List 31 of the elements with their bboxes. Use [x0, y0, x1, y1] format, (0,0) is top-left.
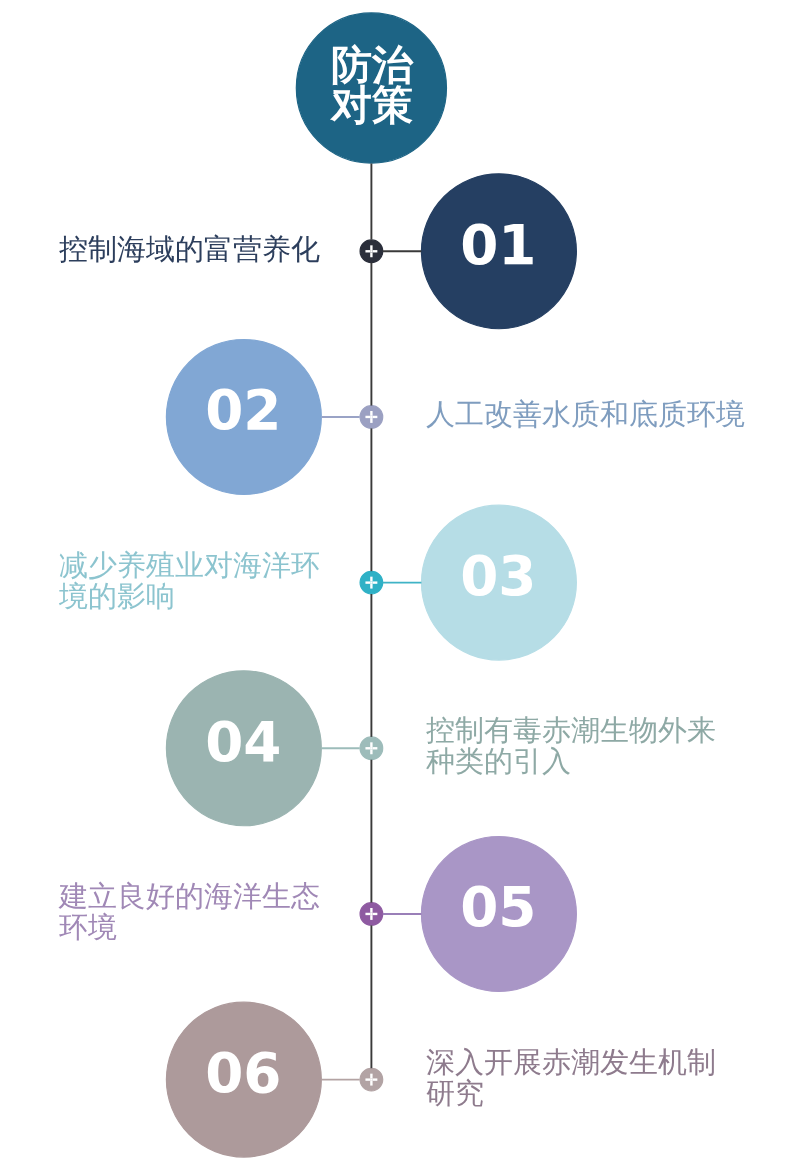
connector — [320, 416, 361, 418]
node-circle: 04 — [165, 670, 322, 827]
node-label: 控制有毒赤潮生物外来种类的引入 — [425, 713, 716, 779]
node-circle: 02 — [165, 338, 322, 495]
connector — [381, 250, 423, 253]
connector — [370, 758, 373, 904]
connector — [370, 261, 373, 407]
node-circle — [359, 902, 384, 926]
node-circle — [359, 239, 384, 264]
node-circle — [359, 1067, 384, 1092]
connector — [381, 581, 423, 584]
node-circle: 03 — [420, 504, 577, 661]
node-circle — [359, 736, 384, 761]
connector — [370, 427, 373, 573]
node-label: 减少养殖业对海洋环境的影响 — [58, 547, 320, 613]
connector — [370, 162, 373, 241]
connector — [370, 593, 373, 738]
connector — [320, 1078, 361, 1081]
node-label: 人工改善水质和底质环境 — [425, 397, 745, 432]
node-circle — [359, 570, 384, 595]
node-circle: 防治对策 — [295, 12, 448, 164]
node-circle — [359, 405, 384, 429]
node-circle: 05 — [420, 835, 577, 992]
node-circle: 06 — [165, 1001, 322, 1158]
node-label: 控制海域的富营养化 — [58, 231, 320, 266]
connector — [320, 747, 361, 750]
node-label: 深入开展赤潮发生机制研究 — [425, 1044, 716, 1110]
connector — [370, 924, 373, 1070]
node-circle: 01 — [420, 173, 577, 330]
connector — [381, 913, 423, 915]
node-label: 建立良好的海洋生态环境 — [58, 878, 320, 944]
